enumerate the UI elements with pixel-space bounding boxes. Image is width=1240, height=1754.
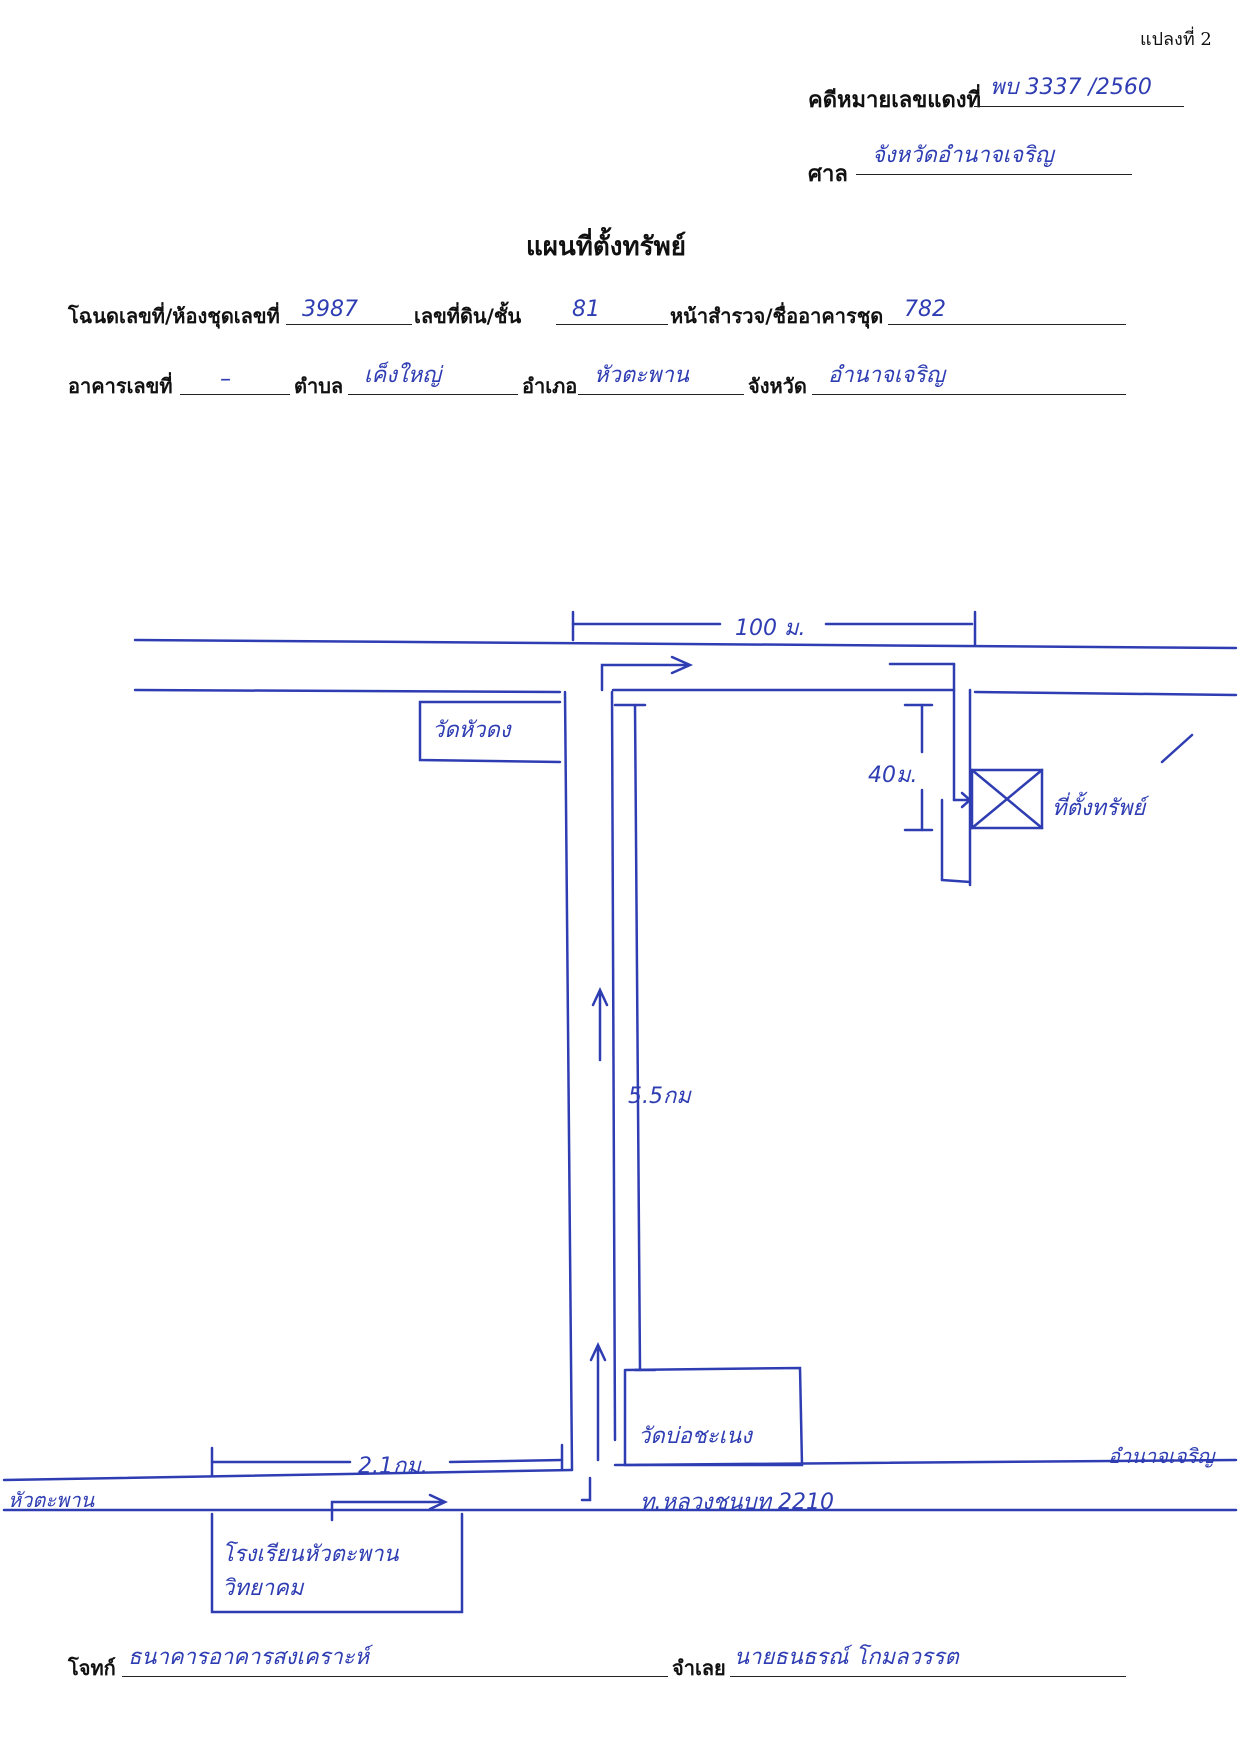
court-label: ศาล	[808, 161, 848, 187]
court-value: จังหวัดอำนาจเจริญ	[872, 143, 1054, 168]
court-field: จังหวัดอำนาจเจริญ	[856, 143, 1132, 175]
land-no-label: เลขที่ดิน/ชั้น	[414, 304, 522, 328]
wat-hua-dong-label: วัดหัวดง	[432, 718, 511, 743]
wat-hua-dong-box	[418, 700, 562, 764]
defendant-value: นายธนธรณ์ โกมลวรรต	[734, 1645, 959, 1670]
property-cross-b	[970, 768, 1044, 830]
deed-value: 3987	[302, 297, 358, 322]
school-box	[210, 1512, 464, 1614]
road-left-label: หัวตะพาน	[8, 1488, 95, 1512]
road-name-label: ท.หลวงชนบท 2210	[640, 1490, 834, 1515]
province-label: จังหวัด	[748, 374, 807, 398]
wat-bo-label: วัดบ่อชะเนง	[638, 1424, 752, 1449]
plaintiff-label: โจทก์	[68, 1656, 116, 1680]
dim-21-label: 2.1กม.	[358, 1454, 428, 1479]
province-field: อำนาจเจริญ	[812, 363, 1126, 395]
road-arrow-lower	[589, 1342, 607, 1462]
bottom-road-upper	[2, 1468, 574, 1482]
property-leader	[1160, 733, 1194, 764]
building-label: อาคารเลขที่	[68, 374, 173, 398]
school-label-line1: โรงเรียนหัวตะพาน	[222, 1542, 399, 1567]
province-value: อำนาจเจริญ	[828, 363, 945, 388]
road-right-label: อำนาจเจริญ	[1108, 1444, 1215, 1468]
case-number-value: พบ 3337 /2560	[990, 75, 1152, 100]
top-road-lower-right	[973, 690, 1238, 697]
land-no-field: 81	[556, 297, 668, 325]
page-label: แปลงที่ 2	[1140, 29, 1212, 50]
school-label-line2: วิทยาคม	[222, 1576, 304, 1601]
property-box	[970, 768, 1044, 830]
defendant-field: นายธนธรณ์ โกมลวรรต	[730, 1645, 1126, 1677]
wat-bo-box	[623, 1366, 804, 1467]
survey-field: 782	[888, 297, 1126, 325]
soi-bottom	[940, 878, 972, 884]
subdistrict-label: ตำบล	[294, 374, 344, 398]
ns-road-right	[610, 690, 617, 1442]
subdistrict-field: เค็งใหญ่	[348, 363, 518, 395]
deed-field: 3987	[286, 297, 412, 325]
case-number-field: พบ 3337 /2560	[974, 75, 1184, 107]
plaintiff-value: ธนาคารอาคารสงเคราะห์	[128, 1645, 370, 1670]
dim-40-label: 40ม.	[868, 763, 918, 788]
deed-label: โฉนดเลขที่/ห้องชุดเลขที่	[68, 304, 280, 328]
case-number-label: คดีหมายเลขแดงที่	[808, 87, 982, 113]
road-arrow-turn	[580, 1476, 592, 1502]
property-label: ที่ตั้งทรัพย์	[1052, 796, 1146, 821]
top-road-upper	[133, 638, 1238, 650]
district-label: อำเภอ	[522, 374, 578, 398]
dim-21-line-b	[448, 1458, 564, 1464]
top-arrow	[600, 655, 694, 692]
top-road-lower-left	[133, 688, 562, 694]
subdistrict-value: เค็งใหญ่	[364, 363, 441, 388]
building-value: –	[220, 367, 231, 392]
land-no-value: 81	[572, 297, 600, 322]
building-field: –	[180, 367, 290, 395]
plaintiff-field: ธนาคารอาคารสงเคราะห์	[122, 1645, 668, 1677]
document-title: แผนที่ตั้งทรัพย์	[526, 232, 686, 262]
property-arrow	[952, 791, 972, 809]
survey-label: หน้าสำรวจ/ชื่ออาคารชุด	[670, 304, 884, 328]
district-field: หัวตะพาน	[578, 363, 744, 395]
ns-road-left	[563, 690, 574, 1472]
bottom-road-upper-r	[613, 1458, 1238, 1467]
district-value: หัวตะพาน	[594, 363, 689, 388]
dim-55-label: 5.5กม	[628, 1084, 691, 1109]
main-road-arrow	[330, 1493, 448, 1522]
survey-value: 782	[904, 297, 946, 322]
road-arrow-upper	[591, 987, 609, 1062]
dim-100-label: 100 ม.	[735, 616, 806, 641]
ns-inner-line	[633, 703, 642, 1372]
defendant-label: จำเลย	[672, 1656, 726, 1680]
